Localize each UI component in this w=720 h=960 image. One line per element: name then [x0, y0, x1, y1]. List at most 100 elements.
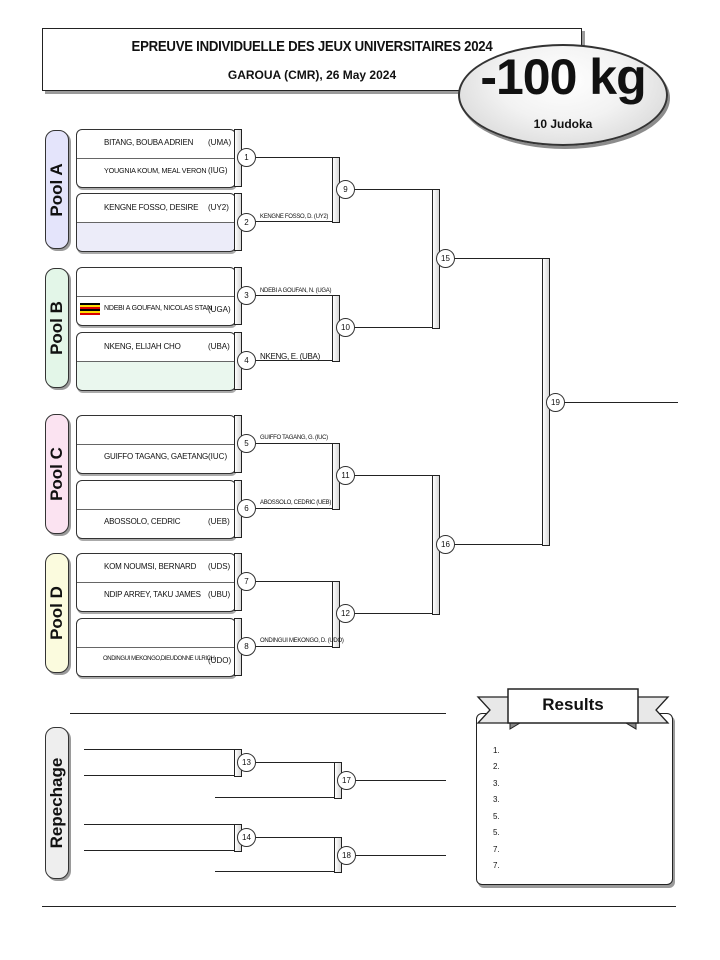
- match-6-winner: ABOSSOLO, CEDRIC (UEB): [260, 500, 332, 506]
- competitor-club: (UGA): [208, 305, 231, 314]
- repechage-label: Repechage: [47, 757, 66, 849]
- repechage-tab: Repechage: [45, 727, 69, 879]
- repechage-line: [340, 855, 446, 857]
- competitor-club: (UEB): [208, 517, 230, 526]
- results-ribbon: [476, 688, 670, 730]
- competitor-club: (UBA): [208, 342, 230, 351]
- competitor-name: ABOSSOLO, CEDRIC: [104, 517, 181, 526]
- repechage-line: [70, 713, 446, 715]
- match-node: 14: [237, 828, 256, 847]
- match-node: 19: [546, 393, 565, 412]
- repechage-line: [240, 837, 334, 839]
- match-node: 10: [336, 318, 355, 337]
- competition-title: EPREUVE INDIVIDUELLE DES JEUX UNIVERSITA…: [131, 38, 493, 55]
- bracket-line: [244, 581, 332, 583]
- competitor-name: BITANG, BOUBA ADRIEN: [104, 138, 194, 147]
- bracket-line: [338, 189, 432, 191]
- match-node: 16: [436, 535, 455, 554]
- match-6-box: [76, 480, 236, 539]
- match-2-box: [76, 193, 236, 252]
- competitor-name: NDIP ARREY, TAKU JAMES: [104, 590, 201, 599]
- repechage-line: [84, 775, 234, 777]
- match-node: 15: [436, 249, 455, 268]
- pool-d-tab: Pool D: [45, 553, 69, 673]
- match-node: 6: [237, 499, 256, 518]
- bracket-line: [244, 157, 332, 159]
- pool-b-tab: Pool B: [45, 268, 69, 388]
- competitor-club: (UDO): [208, 656, 232, 665]
- match-node: 1: [237, 148, 256, 167]
- bracket-line: [244, 646, 332, 648]
- match-5-winner: GUIFFO TAGANG, G. (IUC): [260, 435, 328, 441]
- competitor-club: (UDS): [208, 562, 231, 571]
- pool-c-label: Pool C: [47, 447, 66, 501]
- match-5-box: [76, 415, 236, 474]
- competitor-club: (UY2): [208, 203, 229, 212]
- pool-d-label: Pool D: [47, 586, 66, 640]
- bracket-line: [338, 613, 432, 615]
- weight-category: -100 kg: [480, 49, 646, 105]
- match-node: 11: [336, 466, 355, 485]
- match-node: 12: [336, 604, 355, 623]
- result-place: 5.: [493, 812, 500, 821]
- results-box: [476, 713, 673, 885]
- match-node: 5: [237, 434, 256, 453]
- competitor-club: (IUC): [208, 452, 228, 461]
- pool-a-label: Pool A: [47, 162, 66, 217]
- results-title: Results: [542, 695, 604, 714]
- repechage-line: [240, 762, 334, 764]
- match-2-winner: KENGNE FOSSO, D. (UY2): [260, 214, 329, 220]
- match-node: 8: [237, 637, 256, 656]
- bracket-line: [338, 327, 432, 329]
- match-8-box: [76, 618, 236, 677]
- match-node: 9: [336, 180, 355, 199]
- competitor-name: NKENG, ELIJAH CHO: [104, 342, 181, 351]
- match-node: 13: [237, 753, 256, 772]
- bracket-line: [244, 295, 332, 297]
- footer-divider: [42, 906, 676, 908]
- match-8-winner: ONDINGUI MEKONGO, D. (UDO): [260, 638, 344, 644]
- bracket-line: [244, 221, 332, 223]
- repechage-line: [84, 824, 234, 826]
- bracket-line: [338, 475, 432, 477]
- competitor-club: (UMA): [208, 138, 232, 147]
- match-node: 4: [237, 351, 256, 370]
- bracket-line: [244, 360, 332, 362]
- uganda-flag-icon: [80, 303, 100, 315]
- result-place: 5.: [493, 828, 500, 837]
- match-node: 17: [337, 771, 356, 790]
- weight-category-badge: -100 kg 10 Judoka: [458, 44, 668, 146]
- competitor-name: KOM NOUMSI, BERNARD: [104, 562, 197, 571]
- judoka-count: 10 Judoka: [533, 117, 593, 131]
- competitor-name: YOUGNIA KOUM, MEAL VERON: [104, 166, 207, 175]
- repechage-line: [215, 797, 334, 799]
- competitor-name: ONDINGUI MEKONGO,DIEUDONNE ULRICH: [103, 656, 215, 662]
- final-winner-line: [548, 402, 678, 404]
- pool-c-tab: Pool C: [45, 414, 69, 534]
- result-place: 3.: [493, 795, 500, 804]
- result-place: 7.: [493, 845, 500, 854]
- competitor-club: (IUG): [208, 166, 228, 175]
- result-place: 2.: [493, 762, 500, 771]
- bracket-line: [438, 544, 542, 546]
- match-node: 18: [337, 846, 356, 865]
- competitor-name: NDEBI A GOUFAN, NICOLAS STAN: [104, 305, 212, 312]
- match-node: 7: [237, 572, 256, 591]
- bracket-line: [244, 443, 332, 445]
- result-place: 1.: [493, 746, 500, 755]
- repechage-line: [215, 871, 334, 873]
- match-node: 2: [237, 213, 256, 232]
- competitor-name: KENGNE FOSSO, DESIRE: [104, 203, 199, 212]
- match-3-winner: NDEBI A GOUFAN, N. (UGA): [260, 288, 332, 294]
- repechage-line: [84, 749, 234, 751]
- bracket-line: [438, 258, 542, 260]
- result-place: 3.: [493, 779, 500, 788]
- repechage-line: [84, 850, 234, 852]
- bracket-line: [244, 508, 332, 510]
- match-7-box: [76, 553, 236, 612]
- match-4-winner: NKENG, E. (UBA): [260, 352, 320, 361]
- result-place: 7.: [493, 861, 500, 870]
- pool-a-tab: Pool A: [45, 130, 69, 249]
- competition-subtitle: GAROUA (CMR), 26 May 2024: [227, 68, 397, 82]
- repechage-line: [340, 780, 446, 782]
